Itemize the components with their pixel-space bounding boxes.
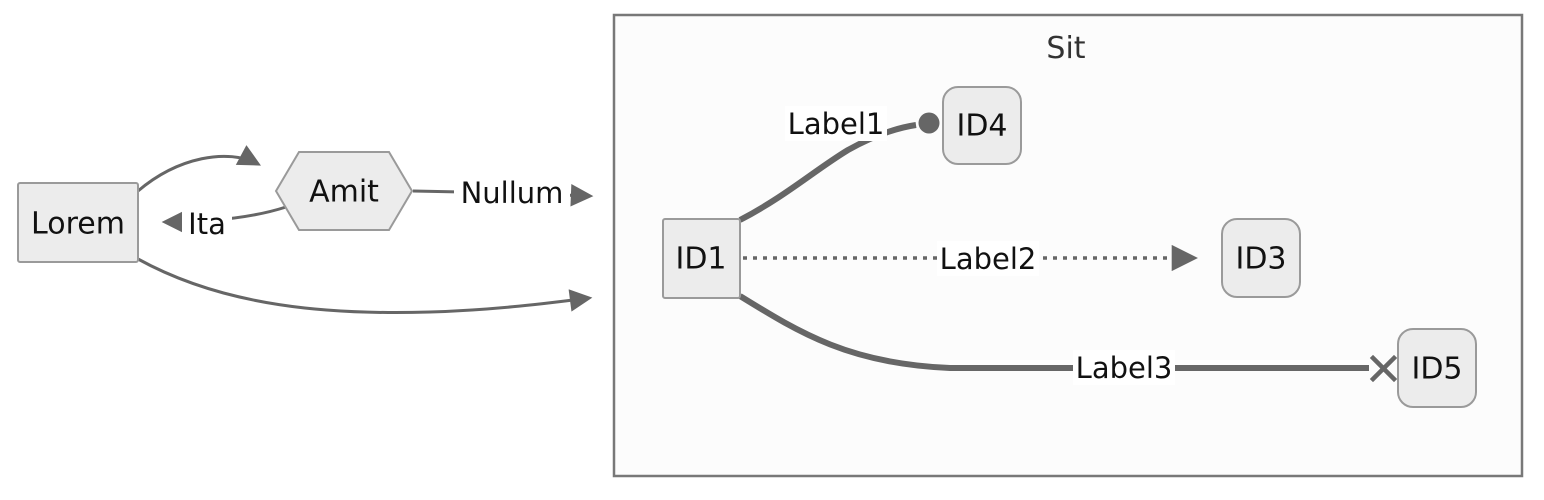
node-id4: ID4 xyxy=(942,86,1022,165)
edge-id1-id4-label1 xyxy=(738,122,917,223)
edge-label-label2: Label2 xyxy=(937,241,1039,276)
edge-label-label1-text: Label1 xyxy=(788,107,885,141)
node-id3: ID3 xyxy=(1221,218,1301,298)
subgraph-sit: Sit xyxy=(612,13,1524,478)
edge-lorem-amit xyxy=(137,145,261,193)
node-id1: ID1 xyxy=(662,218,741,299)
edge-label-ita: Ita xyxy=(182,206,232,241)
node-id1-label: ID1 xyxy=(675,242,726,277)
edge-label-label3: Label3 xyxy=(1073,350,1175,385)
node-amit: Amit xyxy=(274,151,414,231)
edge-id1-id5-label3 xyxy=(738,293,1369,371)
node-id5-label: ID5 xyxy=(1411,352,1462,387)
edge-labels-layer: Ita Nullum Label1 Label2 Label3 xyxy=(182,106,1175,385)
subgraph-sit-border xyxy=(612,13,1524,478)
edge-label-label1: Label1 xyxy=(785,106,887,141)
node-lorem-label: Lorem xyxy=(31,207,125,242)
edge-label-label2-text: Label2 xyxy=(940,242,1037,276)
edge-label-nullum-text: Nullum xyxy=(461,176,564,210)
edges-layer xyxy=(137,112,1398,383)
circle-edge-ending xyxy=(918,112,940,134)
node-lorem: Lorem xyxy=(17,182,139,263)
node-id5: ID5 xyxy=(1397,328,1477,408)
node-id3-label: ID3 xyxy=(1235,242,1286,277)
edge-label-ita-text: Ita xyxy=(188,207,226,241)
node-amit-label: Amit xyxy=(309,175,379,210)
subgraph-sit-title: Sit xyxy=(1046,31,1085,66)
edge-label-label3-text: Label3 xyxy=(1076,351,1173,385)
nodes-layer: Lorem Amit ID1 ID4 ID3 ID5 xyxy=(17,86,1477,408)
cross-edge-ending xyxy=(1369,354,1398,383)
edge-lorem-sit xyxy=(137,257,593,315)
edge-label-nullum: Nullum xyxy=(454,176,570,210)
node-id4-label: ID4 xyxy=(956,109,1007,144)
